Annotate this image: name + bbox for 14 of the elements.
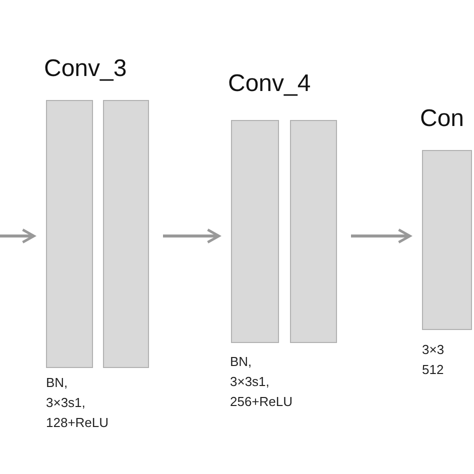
feature-map-bar <box>103 100 149 368</box>
feature-map-bar <box>290 120 337 343</box>
layer-title: Con <box>420 105 464 133</box>
feature-map-bar <box>422 150 472 330</box>
feature-map-bar <box>46 100 93 368</box>
layer-title: Conv_3 <box>44 55 127 83</box>
layer-description: BN, 3×3s1, 128+ReLU <box>46 374 109 432</box>
layer-title: Conv_4 <box>228 70 311 98</box>
layer-description: 3×3 512 <box>422 341 444 379</box>
arrow <box>163 228 220 244</box>
layer-description: BN, 3×3s1, 256+ReLU <box>230 353 293 411</box>
arrow <box>0 228 36 244</box>
arrow <box>351 228 412 244</box>
feature-map-bar <box>231 120 279 343</box>
